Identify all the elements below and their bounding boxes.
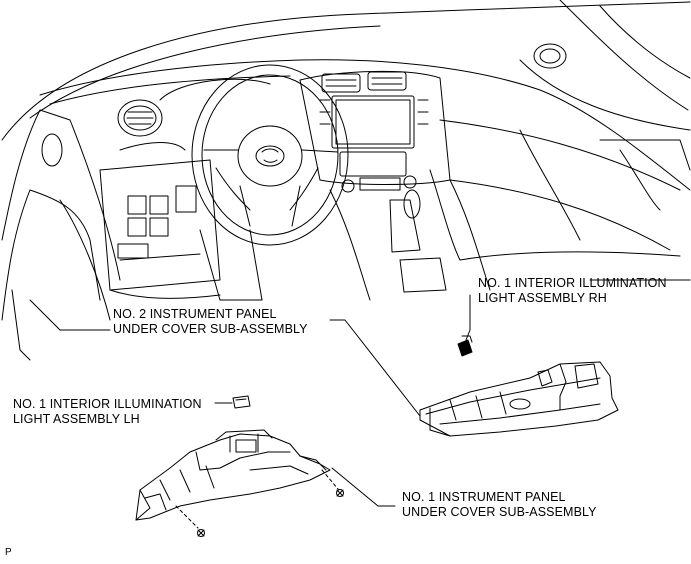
no2-under-cover-part: [419, 361, 619, 437]
no1-under-cover-part: [135, 429, 331, 521]
dashboard-illustration: [1, 0, 691, 361]
rh-light-part: [457, 335, 473, 357]
lh-light-part: [232, 395, 251, 409]
label-no2-line1: NO. 2 INSTRUMENT PANEL: [113, 307, 277, 321]
screw-clip-right: [336, 489, 344, 497]
label-rh-line2: LIGHT ASSEMBLY RH: [478, 291, 607, 305]
label-lh-line2: LIGHT ASSEMBLY LH: [13, 412, 140, 426]
label-no2-line2: UNDER COVER SUB-ASSEMBLY: [113, 322, 308, 336]
label-no1-under-cover: NO. 1 INSTRUMENT PANEL UNDER COVER SUB-A…: [402, 490, 597, 520]
label-rh-line1: NO. 1 INTERIOR ILLUMINATION: [478, 276, 667, 290]
label-lh-line1: NO. 1 INTERIOR ILLUMINATION: [13, 397, 202, 411]
label-no1-line1: NO. 1 INSTRUMENT PANEL: [402, 490, 566, 504]
screw-clip-lower: [197, 529, 205, 537]
label-no2-under-cover: NO. 2 INSTRUMENT PANEL UNDER COVER SUB-A…: [113, 307, 308, 337]
install-guide-lines: [175, 469, 339, 529]
figure-code: P: [5, 547, 12, 558]
label-rh-light-assembly: NO. 1 INTERIOR ILLUMINATION LIGHT ASSEMB…: [478, 276, 667, 306]
label-no1-line2: UNDER COVER SUB-ASSEMBLY: [402, 505, 597, 519]
leader-lines: [214, 294, 471, 507]
label-lh-light-assembly: NO. 1 INTERIOR ILLUMINATION LIGHT ASSEMB…: [13, 397, 202, 427]
